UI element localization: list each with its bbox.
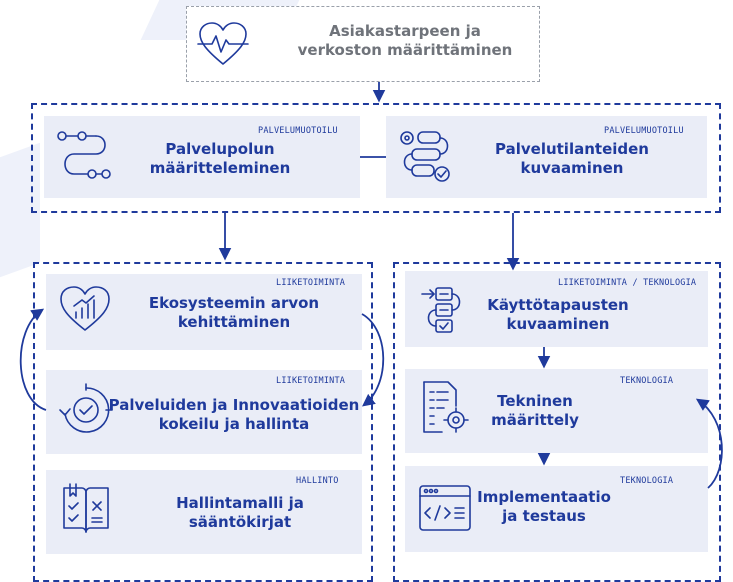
connectors: [19, 82, 723, 489]
heart-growth-chart-icon: [60, 286, 110, 331]
rulebook-icon: [63, 483, 109, 533]
governance-tag: HALLINTO: [296, 476, 339, 486]
technical-spec-tag: TEKNOLOGIA: [620, 376, 674, 386]
innovation-trial-box: [46, 370, 362, 454]
service-path-box: [44, 116, 360, 198]
loop-back-curve: [695, 398, 723, 489]
implementation-box: [405, 466, 708, 552]
use-cases-tag: LIIKETOIMINTA / TEKNOLOGIA: [558, 278, 697, 288]
implementation-tag: TEKNOLOGIA: [620, 476, 674, 486]
use-case-flow-icon: [421, 287, 461, 333]
loop-left-curve: [19, 308, 47, 411]
loop-right-curve: [361, 313, 385, 407]
governance-box: [46, 470, 362, 554]
code-window-icon: [419, 485, 471, 531]
innovation-trial-tag: LIIKETOIMINTA: [276, 376, 346, 386]
document-gear-icon: [423, 381, 469, 433]
process-flow-icon: [400, 131, 450, 182]
service-path-tag: PALVELUMUOTOILU: [258, 126, 338, 136]
ecosystem-value-tag: LIIKETOIMINTA: [276, 278, 346, 288]
cycle-check-icon: [59, 383, 113, 433]
service-situations-tag: PALVELUMUOTOILU: [604, 126, 684, 136]
path-nodes-icon: [57, 131, 111, 179]
service-design-group: [31, 103, 721, 213]
heartbeat-icon: [197, 22, 249, 65]
